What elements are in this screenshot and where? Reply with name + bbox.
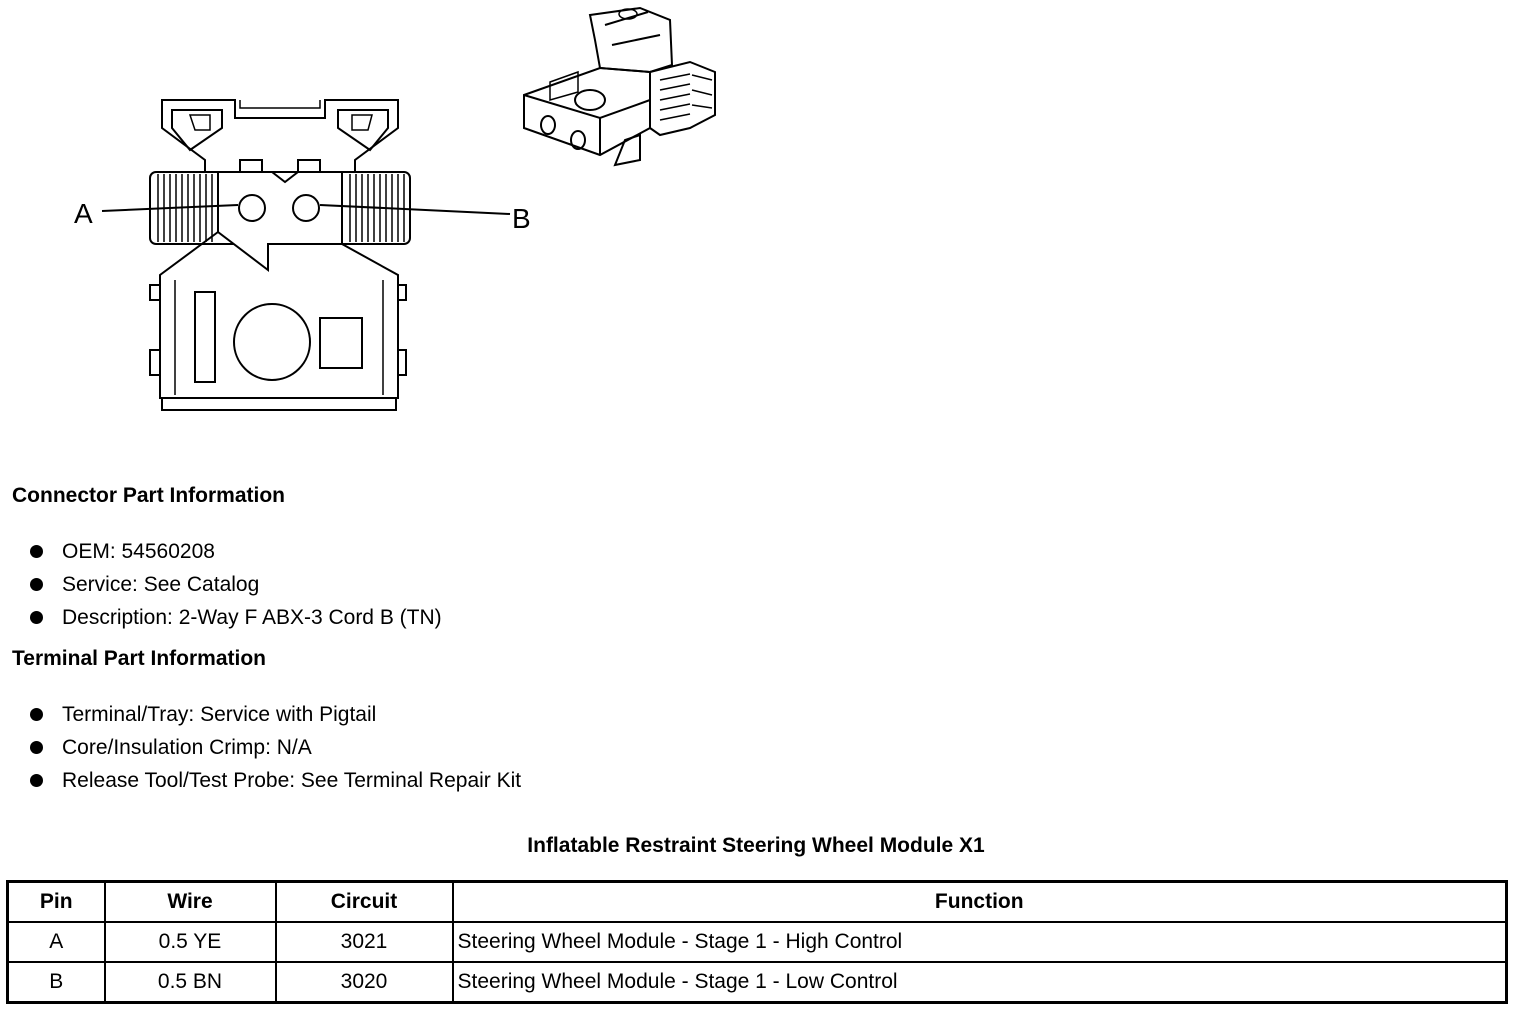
header-circuit: Circuit [274,880,454,923]
list-item-text: Description: 2-Way F ABX-3 Cord B (TN) [62,606,442,629]
connector-face-view [101,99,511,411]
pin-label-b: B [512,203,531,234]
list-item-text: Core/Insulation Crimp: N/A [62,736,312,759]
bullet-icon [30,774,43,787]
cell-pin: A [6,921,106,963]
list-item: Terminal/Tray: Service with Pigtail [0,698,521,731]
header-pin: Pin [6,880,106,923]
cell-circuit: 3021 [274,921,454,963]
table-row: A 0.5 YE 3021 Steering Wheel Module - St… [6,921,1508,963]
cell-wire: 0.5 BN [103,961,277,1004]
bullet-icon [30,545,43,558]
terminal-info-list: Terminal/Tray: Service with Pigtail Core… [0,698,521,797]
header-function: Function [451,880,1508,923]
cell-wire: 0.5 YE [103,921,277,963]
header-wire: Wire [103,880,277,923]
connector-info-heading: Connector Part Information [12,484,286,507]
terminal-info-heading: Terminal Part Information [12,647,266,670]
connector-diagram: A B [74,6,716,411]
cell-pin: B [6,961,106,1004]
bullet-icon [30,708,43,721]
bullet-icon [30,578,43,591]
list-item-text: OEM: 54560208 [62,540,215,563]
cell-circuit: 3020 [274,961,454,1004]
list-item: Service: See Catalog [0,568,442,601]
list-item: Core/Insulation Crimp: N/A [0,731,521,764]
connector-info-list: OEM: 54560208 Service: See Catalog Descr… [0,535,442,634]
cavity-a [238,194,266,222]
table-header-row: Pin Wire Circuit Function [6,880,1508,923]
cell-function: Steering Wheel Module - Stage 1 - Low Co… [451,961,1508,1004]
list-item: Description: 2-Way F ABX-3 Cord B (TN) [0,601,442,634]
list-item-text: Service: See Catalog [62,573,260,596]
pin-label-a: A [74,198,93,229]
pinout-table: Pin Wire Circuit Function A 0.5 YE 3021 … [6,880,1508,1004]
bullet-icon [30,611,43,624]
list-item-text: Release Tool/Test Probe: See Terminal Re… [62,769,522,792]
list-item: Release Tool/Test Probe: See Terminal Re… [0,764,521,797]
table-title: Inflatable Restraint Steering Wheel Modu… [527,834,985,857]
list-item-text: Terminal/Tray: Service with Pigtail [62,703,377,726]
list-item: OEM: 54560208 [0,535,442,568]
table-row: B 0.5 BN 3020 Steering Wheel Module - St… [6,961,1508,1004]
cell-function: Steering Wheel Module - Stage 1 - High C… [451,921,1508,963]
cavity-b [292,194,320,222]
bullet-icon [30,741,43,754]
connector-isometric-view [523,6,716,167]
